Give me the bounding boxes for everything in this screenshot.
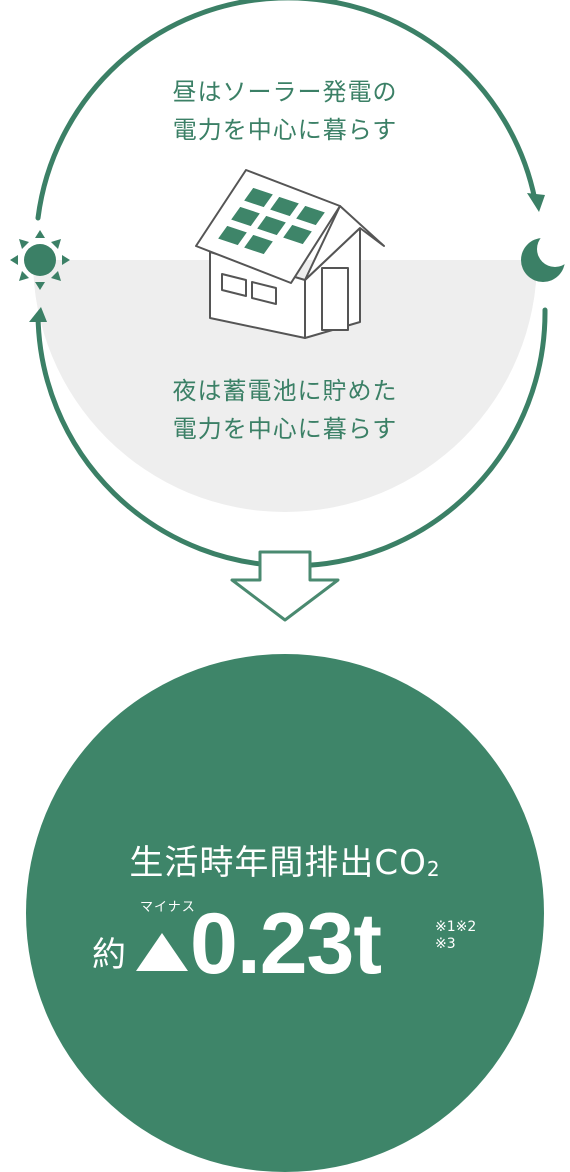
result-title-text: 生活時年間排出CO (129, 843, 427, 883)
arrowhead-right (527, 193, 545, 212)
footnote-mark-2: ※3 (435, 936, 456, 952)
result-value-row: 約 マイナス 0.23t ※1※2 ※3 (0, 890, 570, 992)
moon-icon (521, 231, 570, 282)
co2-value: 0.23t (190, 896, 382, 992)
down-arrow (230, 550, 340, 622)
result-title: 生活時年間排出CO2 (0, 835, 570, 884)
night-caption: 夜は蓄電池に貯めた 電力を中心に暮らす (85, 372, 485, 448)
footnote-mark-1: ※1※2 (435, 919, 477, 935)
cycle-diagram (10, 0, 570, 622)
day-caption-line1: 昼はソーラー発電の (172, 78, 398, 106)
minus-ruby: マイナス (140, 900, 196, 915)
about-label: 約 (92, 935, 126, 975)
result-title-subscript: 2 (426, 857, 441, 881)
solar-panels (215, 186, 328, 256)
solar-house-icon (195, 169, 385, 339)
result-circle (26, 654, 544, 1172)
arrowhead-left (29, 307, 47, 322)
night-caption-line2: 電力を中心に暮らす (172, 415, 398, 443)
footnote-marks: ※1※2 ※3 (435, 919, 476, 953)
day-caption: 昼はソーラー発電の 電力を中心に暮らす (85, 73, 485, 149)
sun-icon (10, 230, 70, 290)
day-caption-line2: 電力を中心に暮らす (172, 116, 398, 144)
day-arc (35, 0, 538, 221)
night-caption-line1: 夜は蓄電池に貯めた (172, 377, 398, 405)
minus-triangle-icon (136, 933, 188, 971)
